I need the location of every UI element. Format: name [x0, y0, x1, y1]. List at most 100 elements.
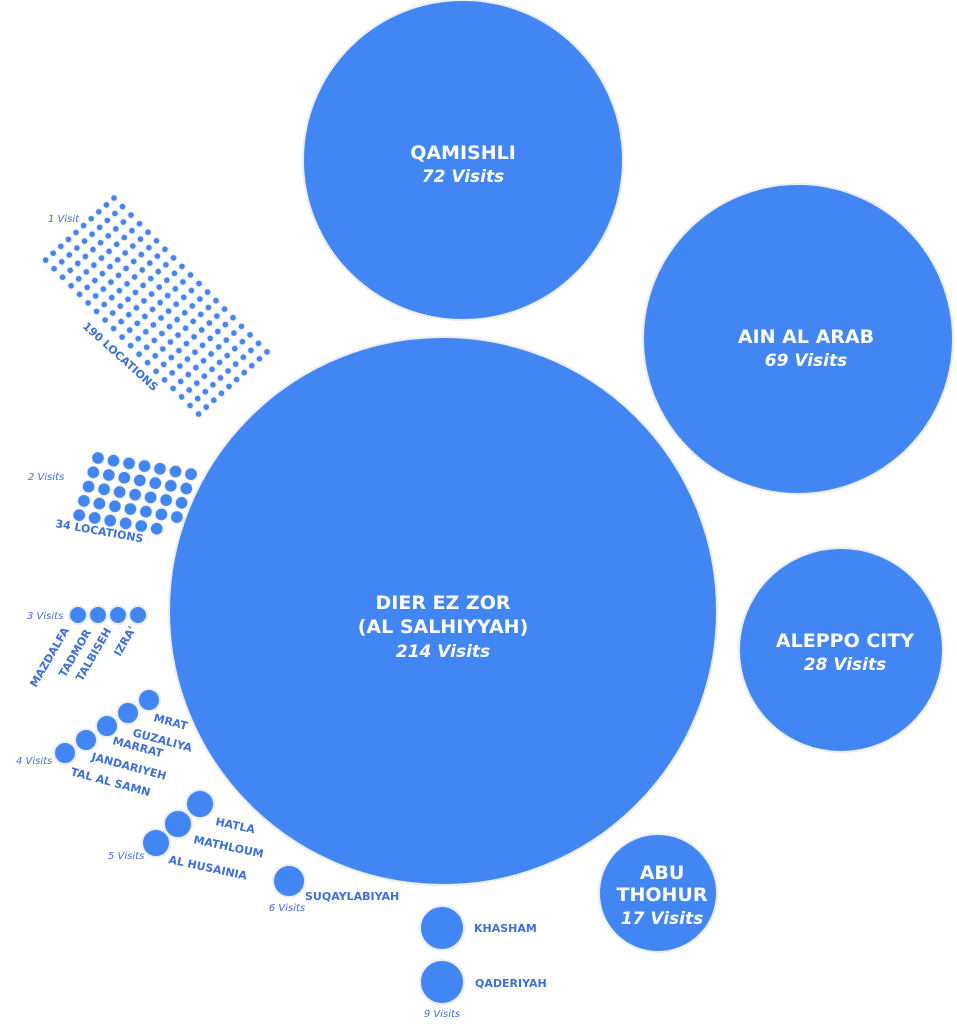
dot-1-visit: [89, 245, 97, 254]
dot-1-visit: [127, 211, 135, 219]
dot-1-visit: [206, 334, 214, 343]
dot-1-visit: [255, 355, 264, 363]
dot-2-visits: [174, 496, 189, 510]
visits-9-label: 9 Visits: [424, 1009, 460, 1020]
dot-1-visit: [50, 264, 58, 273]
bubble-aleppo-city-visits: 28 Visits: [804, 655, 886, 675]
bubble-izra-circle: [128, 605, 148, 625]
dot-2-visits: [102, 468, 116, 482]
dot-1-visit: [239, 353, 248, 362]
dot-1-visit: [152, 367, 160, 376]
bubble-qamishli[interactable]: QAMISHLI 72 Visits: [302, 0, 624, 321]
dot-1-visit: [209, 381, 217, 389]
dot-1-visit: [212, 296, 220, 305]
bubble-dier-ez-zor-visits: 214 Visits: [396, 642, 490, 662]
bubble-mathloum-circle: [163, 809, 193, 839]
bubble-abu-thohur-name-line2: THOHUR: [617, 884, 708, 906]
dot-1-visit: [214, 343, 223, 351]
dot-1-visit: [104, 232, 112, 240]
dot-1-visit: [147, 290, 156, 298]
dot-1-visit: [109, 324, 118, 333]
bubble-abu-thohur-name-line1: ABU: [640, 862, 685, 884]
dot-1-visit: [145, 243, 153, 252]
dot-1-visit: [172, 300, 180, 309]
bubble-khasham-circle: [419, 905, 465, 951]
dot-1-visit: [204, 303, 213, 312]
dot-1-visit: [57, 258, 66, 266]
dot-1-visit: [161, 245, 169, 254]
bubble-qamishli-name: QAMISHLI: [410, 142, 516, 164]
dot-1-visit: [194, 410, 203, 418]
bubble-ain-al-arab-name: AIN AL ARAB: [738, 326, 874, 348]
dot-1-visit: [91, 276, 99, 285]
bubble-dier-ez-zor-circle: [168, 336, 718, 886]
dot-2-visits: [97, 482, 111, 497]
dot-1-visit: [155, 283, 163, 291]
dot-1-visit: [163, 291, 172, 300]
dot-1-visit: [173, 315, 181, 324]
dot-1-visit: [247, 346, 255, 355]
dot-1-visit: [92, 307, 101, 316]
dot-1-visit: [98, 269, 107, 278]
bubble-suqaylabiyah[interactable]: SUQAYLABIYAH: [272, 864, 399, 903]
bubble-al-husainia-circle: [141, 828, 171, 858]
bubble-dier-ez-zor-name-line1: DIER EZ ZOR: [376, 592, 511, 614]
dot-2-visits: [108, 499, 122, 514]
dot-2-visits: [164, 479, 178, 493]
bubble-mathloum-label: MATHLOUM: [192, 833, 264, 861]
dot-1-visit: [108, 293, 116, 302]
dot-1-visit: [178, 262, 186, 271]
dot-1-visit: [74, 259, 82, 268]
bubble-qaderiyah[interactable]: QADERIYAH: [419, 959, 547, 1005]
bubble-dier-ez-zor[interactable]: DIER EZ ZOR (AL SALHIYYAH) 214 Visits: [168, 336, 718, 886]
bubble-abu-thohur[interactable]: ABU THOHUR 17 Visits: [598, 833, 718, 953]
bubble-dier-ez-zor-name-line2: (AL SALHIYYAH): [358, 616, 529, 638]
dot-1-visit: [144, 228, 152, 236]
dot-1-visit: [184, 370, 193, 379]
dot-1-visit: [41, 256, 50, 264]
dot-2-visits: [117, 470, 132, 485]
dot-1-visit: [142, 328, 150, 336]
dot-1-visit: [83, 283, 91, 292]
dot-1-visit: [80, 237, 89, 245]
bubble-ain-al-arab[interactable]: AIN AL ARAB 69 Visits: [642, 183, 954, 495]
dot-1-visit: [177, 393, 186, 401]
dot-1-visit: [143, 358, 152, 367]
dot-2-visits: [133, 473, 147, 488]
dot-1-visit: [124, 295, 132, 304]
bubble-aleppo-city[interactable]: ALEPPO CITY 28 Visits: [738, 547, 944, 753]
dot-1-visit: [237, 322, 246, 331]
dot-1-visit: [175, 346, 183, 355]
dot-1-visit: [220, 305, 229, 313]
dot-1-visit: [137, 250, 146, 259]
dot-1-visit: [112, 240, 121, 249]
dot-2-visits: [154, 507, 169, 522]
dot-2-visits: [87, 511, 102, 525]
bubble-khasham[interactable]: KHASHAM: [419, 905, 537, 951]
dot-1-visit: [153, 252, 162, 261]
dot-1-visit: [170, 269, 179, 278]
visits-3-label: 3 Visits: [27, 611, 63, 622]
dot-1-visit: [84, 299, 92, 307]
dot-1-visit: [87, 214, 95, 223]
dot-2-visits: [72, 508, 86, 523]
dot-1-visit: [57, 242, 65, 251]
dot-1-visit: [224, 367, 232, 375]
dot-2-visits: [148, 476, 163, 490]
visits-1-label: 1 Visit: [48, 214, 80, 225]
dot-1-visit: [214, 327, 222, 336]
dot-1-visit: [129, 257, 138, 266]
dot-1-visit: [67, 282, 75, 290]
dot-1-visit: [118, 202, 127, 211]
dot-1-visit: [58, 273, 67, 282]
dot-1-visit: [142, 343, 151, 352]
dot-1-visit: [156, 298, 164, 307]
dot-1-visit: [97, 254, 106, 262]
dot-1-visit: [135, 219, 144, 228]
dot-1-visit: [180, 309, 189, 317]
dot-1-visit: [192, 363, 200, 372]
dot-1-visit: [232, 375, 241, 384]
dot-1-visit: [231, 360, 240, 368]
dot-1-visit: [263, 348, 271, 356]
dot-1-visit: [197, 310, 205, 319]
